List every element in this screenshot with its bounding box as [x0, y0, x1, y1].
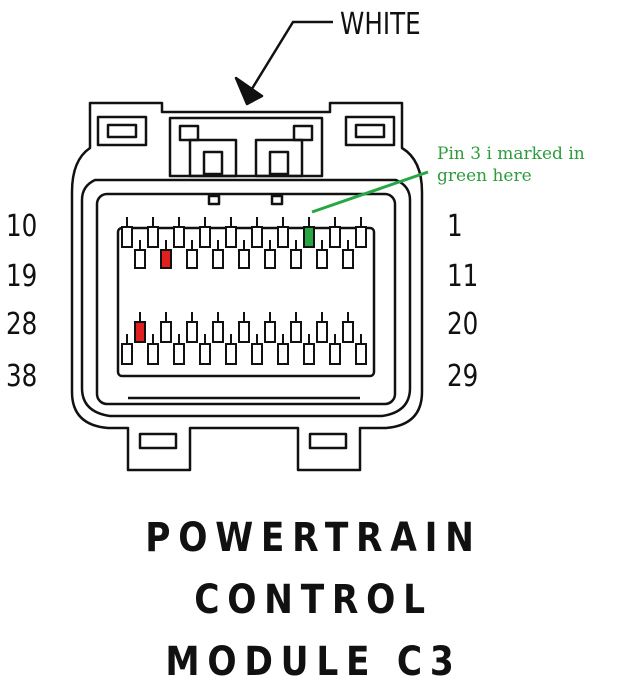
callout-line-1: Pin 3 i marked in [437, 144, 585, 164]
latch-right-key [268, 150, 290, 176]
pin-label-10: 10 [6, 209, 38, 244]
pin-label-28: 28 [6, 307, 38, 342]
pin-24 [238, 321, 250, 343]
pin-26 [186, 321, 198, 343]
top-left-ear [96, 115, 148, 147]
pin-32 [277, 343, 289, 365]
pin-1 [355, 226, 367, 248]
pin-38 [121, 343, 133, 365]
connector-inner-wall [95, 192, 397, 406]
connector-inner-housing [80, 178, 412, 418]
pin-19 [134, 249, 146, 269]
pin-22 [290, 321, 302, 343]
pin-4 [277, 226, 289, 248]
pin-35 [199, 343, 211, 365]
pin-21 [316, 321, 328, 343]
wire-leader-line [248, 20, 333, 93]
pin-15 [238, 249, 250, 269]
pin-2 [329, 226, 341, 248]
pin-31 [303, 343, 315, 365]
pin-12 [316, 249, 328, 269]
latch-left-nub [178, 124, 200, 142]
pin-27 [160, 321, 172, 343]
title-line-2: CONTROL [194, 577, 433, 623]
pin-16 [212, 249, 224, 269]
pin-11 [342, 249, 354, 269]
pin3-callout: Pin 3 i marked in green here [437, 143, 627, 187]
pin-28 [134, 321, 146, 343]
pin-field [116, 226, 376, 378]
pin-5 [251, 226, 263, 248]
latch-right-tab [254, 138, 304, 178]
bottom-right-ear-slot [308, 432, 348, 450]
top-left-ear-slot [106, 123, 138, 139]
top-right-ear [344, 115, 396, 147]
bottom-left-ear-slot [138, 432, 178, 450]
pin-36 [173, 343, 185, 365]
title-line-3: MODULE C3 [165, 639, 462, 685]
pin-label-11: 11 [447, 259, 479, 294]
callout-leader-line [311, 170, 429, 214]
pin-label-20: 20 [447, 307, 479, 342]
pin-label-38: 38 [6, 359, 38, 394]
pin-7 [199, 226, 211, 248]
latch-left-key [202, 150, 224, 176]
pin-17 [186, 249, 198, 269]
wire-color-label: WHITE [340, 7, 421, 42]
pin-37 [147, 343, 159, 365]
pin-label-19: 19 [6, 259, 38, 294]
latch-right-nub [292, 124, 314, 142]
callout-line-2: green here [437, 166, 532, 186]
pin-6 [225, 226, 237, 248]
pin-9 [147, 226, 159, 248]
pin-3 [303, 226, 315, 248]
pin-14 [264, 249, 276, 269]
pin-25 [212, 321, 224, 343]
title-line-1: POWERTRAIN [145, 515, 482, 561]
key-pip-right [270, 194, 284, 206]
pin-label-1: 1 [447, 209, 463, 244]
wire-arrow-head [234, 76, 264, 106]
key-pip-left [207, 194, 221, 206]
pin-33 [251, 343, 263, 365]
pin-23 [264, 321, 276, 343]
latch-body [168, 116, 324, 178]
pin-20 [342, 321, 354, 343]
pin-13 [290, 249, 302, 269]
top-right-ear-slot [354, 123, 386, 139]
latch-left-tab [188, 138, 238, 178]
pin-label-29: 29 [447, 359, 479, 394]
pin-10 [121, 226, 133, 248]
pin-34 [225, 343, 237, 365]
pin-8 [173, 226, 185, 248]
pin-18 [160, 249, 172, 269]
pin-array [121, 217, 367, 365]
connector-outer-housing [70, 101, 424, 472]
pin-30 [329, 343, 341, 365]
pin-29 [355, 343, 367, 365]
